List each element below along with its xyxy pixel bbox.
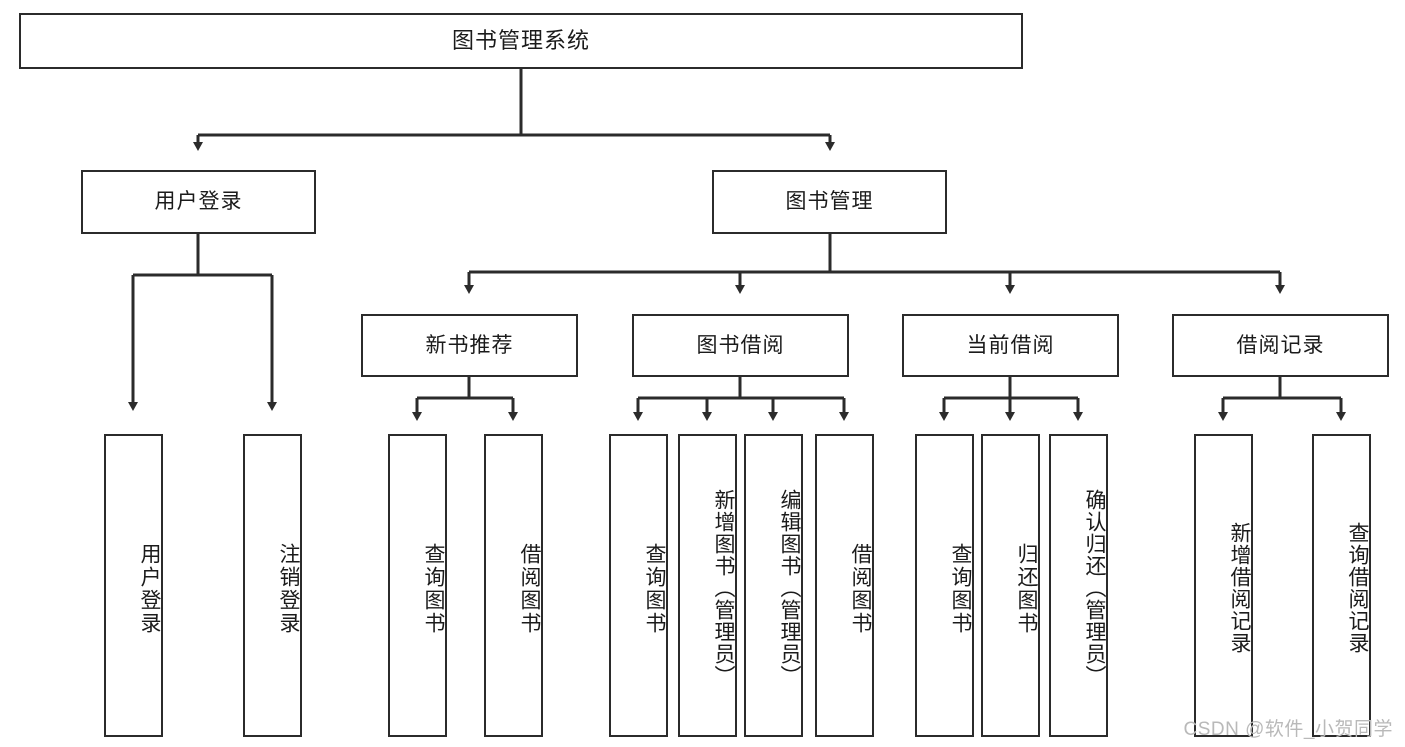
node-leaf-borrow-book-1[interactable]: 借阅图书 (484, 434, 543, 737)
watermark-text: CSDN @软件_小贺同学 (1183, 719, 1393, 740)
node-leaf-query-book-2[interactable]: 查询图书 (609, 434, 668, 737)
node-leaf-return-book-label: 归还图书 (1015, 542, 1038, 635)
node-leaf-query-record[interactable]: 查询借阅记录 (1312, 434, 1371, 737)
node-leaf-query-book-2-label: 查询图书 (643, 542, 666, 635)
node-leaf-add-book-label: 新增图书（管理员） (712, 488, 735, 687)
node-leaf-logout[interactable]: 注销登录 (243, 434, 302, 737)
node-leaf-confirm-return-label: 确认归还（管理员） (1083, 488, 1106, 687)
node-leaf-return-book[interactable]: 归还图书 (981, 434, 1040, 737)
node-leaf-add-record-label: 新增借阅记录 (1228, 521, 1251, 654)
node-leaf-query-book-1[interactable]: 查询图书 (388, 434, 447, 737)
node-leaf-add-book[interactable]: 新增图书（管理员） (678, 434, 737, 737)
node-leaf-query-record-label: 查询借阅记录 (1346, 521, 1369, 654)
node-book-manage[interactable]: 图书管理 (712, 170, 947, 234)
node-leaf-logout-label: 注销登录 (277, 542, 300, 635)
node-leaf-edit-book-label: 编辑图书（管理员） (778, 488, 801, 687)
node-leaf-edit-book[interactable]: 编辑图书（管理员） (744, 434, 803, 737)
node-user-login[interactable]: 用户登录 (81, 170, 316, 234)
node-leaf-confirm-return[interactable]: 确认归还（管理员） (1049, 434, 1108, 737)
node-leaf-query-book-1-label: 查询图书 (422, 542, 445, 635)
node-leaf-user-login[interactable]: 用户登录 (104, 434, 163, 737)
node-leaf-borrow-book-2-label: 借阅图书 (849, 542, 872, 635)
node-leaf-query-book-3[interactable]: 查询图书 (915, 434, 974, 737)
node-borrow-record[interactable]: 借阅记录 (1172, 314, 1389, 377)
node-leaf-borrow-book-1-label: 借阅图书 (518, 542, 541, 635)
node-book-borrow[interactable]: 图书借阅 (632, 314, 849, 377)
node-leaf-add-record[interactable]: 新增借阅记录 (1194, 434, 1253, 737)
node-leaf-user-login-label: 用户登录 (138, 542, 161, 635)
node-leaf-borrow-book-2[interactable]: 借阅图书 (815, 434, 874, 737)
node-new-book-rec[interactable]: 新书推荐 (361, 314, 578, 377)
node-current-borrow[interactable]: 当前借阅 (902, 314, 1119, 377)
node-leaf-query-book-3-label: 查询图书 (949, 542, 972, 635)
node-root[interactable]: 图书管理系统 (19, 13, 1023, 69)
